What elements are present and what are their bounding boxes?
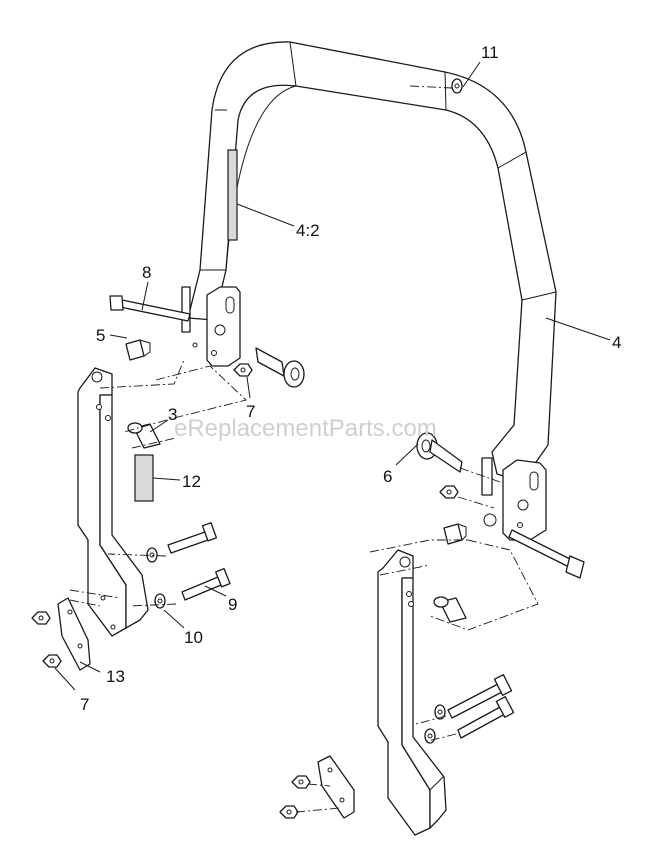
- top-left-flange-nut: [233, 363, 253, 377]
- left-backing-plate: [57, 597, 91, 671]
- callout-5: 5: [96, 326, 105, 345]
- callout-labels: 11 4:2 8 5 4 3 7 6 12 9 10 13 7: [80, 43, 621, 714]
- callout-13: 13: [106, 667, 125, 686]
- top-washer-11: [451, 78, 463, 94]
- right-lower-mounting-plate: [481, 457, 547, 541]
- watermark-text: eReplacementParts.com: [174, 415, 437, 442]
- right-spacer: [433, 596, 467, 623]
- top-left-lock-pin: [255, 347, 305, 388]
- callout-6: 6: [383, 467, 392, 486]
- right-lock-pin: [416, 432, 463, 473]
- callout-3: 3: [168, 405, 177, 424]
- callout-8: 8: [142, 263, 151, 282]
- right-flange-nut-lower: [279, 805, 299, 819]
- left-upper-mounting-plate: [181, 286, 241, 367]
- left-flange-nut-lower: [42, 654, 62, 668]
- leader-lines: [54, 61, 611, 691]
- callout-11: 11: [481, 43, 499, 62]
- left-washer-lower: [154, 593, 166, 609]
- left-carriage-bolt-upper: [167, 522, 218, 554]
- callout-7-bottom: 7: [80, 695, 89, 714]
- top-left-hex-bolt: [109, 295, 191, 322]
- left-flange-nut-upper: [31, 611, 51, 625]
- left-upright-bracket: [77, 367, 149, 637]
- right-hex-bolt: [508, 529, 585, 579]
- right-washer-upper: [434, 704, 446, 720]
- callout-9: 9: [228, 595, 237, 614]
- left-carriage-bolt-lower: [181, 567, 231, 601]
- callout-10: 10: [184, 628, 203, 647]
- callout-4: 4: [612, 333, 621, 352]
- decal-12: [134, 454, 154, 502]
- left-spacer: [127, 422, 161, 449]
- decal-label-4-2: [227, 149, 238, 241]
- right-carriage-bolt-lower: [457, 696, 515, 739]
- right-washer-lower: [424, 728, 436, 744]
- callout-7-top: 7: [246, 402, 255, 421]
- right-flange-nut: [439, 485, 459, 499]
- right-upright-bracket: [377, 549, 447, 836]
- callout-4-2: 4:2: [296, 221, 320, 240]
- top-left-retainer-clip: [125, 339, 151, 361]
- right-flange-nut-upper: [291, 775, 311, 789]
- right-retainer-clip: [443, 523, 467, 545]
- right-backing-plate: [317, 755, 355, 819]
- right-carriage-bolt-upper: [447, 674, 513, 719]
- callout-12: 12: [182, 472, 201, 491]
- assembly-centerlines: [69, 85, 539, 813]
